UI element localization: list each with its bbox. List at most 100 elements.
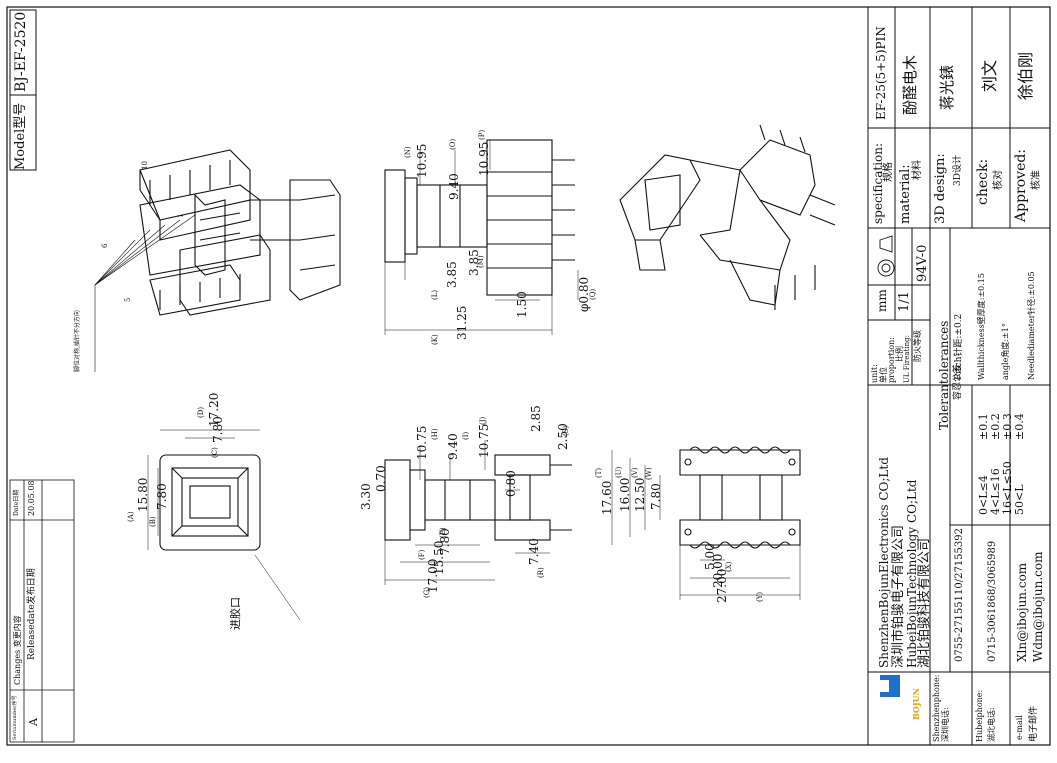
dim-bot-w: (W) (645, 467, 653, 480)
tol-note-4: Needlediameter针径:±0.05 (1027, 271, 1036, 380)
spec-sub: 规格 (883, 162, 894, 182)
changes-row-serial: A (27, 718, 40, 726)
pin-label-10: 10 (141, 161, 149, 170)
ul-label: UL Fireating: (903, 335, 911, 383)
material-label: material: (898, 164, 913, 224)
design-label: 3D design: (933, 153, 948, 224)
material-value: 酚醛电木 (901, 54, 919, 115)
dim-front-0-70: 0.70 (374, 465, 388, 492)
ul-value: 94V-0 (915, 244, 930, 282)
dim-front-3-30: 3.30 (359, 483, 373, 510)
contact-sz-sub: 深圳电话: (941, 707, 950, 742)
dim-side-31-25: 31.25 (455, 305, 469, 340)
dim-top-c: (C) (211, 447, 219, 458)
pin-label-5: 5 (124, 297, 132, 302)
side-view (384, 139, 575, 296)
unit-label: unit: (870, 364, 879, 383)
company-line-4: 湖北铂骏科技有限公司 (917, 537, 932, 668)
changes-header-serial: Serialnumber序号 (12, 695, 18, 740)
dim-bot-u: (U) (615, 466, 623, 478)
tol-value-4: ±0.4 (1013, 413, 1026, 440)
top-view-dim-lines (147, 429, 301, 621)
dim-front-r: (R) (537, 567, 545, 578)
dim-top-b: (B) (149, 516, 157, 527)
dim-side-phi-0-80: φ0.80 (577, 276, 591, 312)
dim-bot-t: (T) (595, 467, 603, 478)
spec-label: specification: (871, 142, 885, 224)
dim-front-e: (E) (439, 527, 447, 538)
changes-table-frame (9, 479, 75, 743)
tol-range-3: 16<L≤50 (1001, 461, 1014, 515)
dim-side-o: (O) (449, 138, 457, 150)
approved-value: 徐伯刚 (1016, 51, 1035, 100)
dim-bot-12-50: 12.50 (633, 477, 647, 512)
dim-top-a: (A) (127, 511, 135, 522)
approved-sub: 核准 (1031, 170, 1042, 190)
model-label: Model型号 (13, 102, 28, 170)
changes-header-changes: Changes 变更内容 (13, 615, 22, 685)
isometric-view-left (139, 149, 341, 316)
changes-row-date: 20.05.08 (27, 480, 36, 516)
model-value: BJ-EF-2520 (13, 11, 29, 92)
tol-range-1: 0<L≤4 (977, 475, 990, 515)
sheet-border (6, 6, 1051, 746)
tol-note-3: angle角度:±1° (1001, 323, 1010, 380)
front-view-dim-lines (384, 440, 550, 585)
dim-top-15-80: 15.80 (136, 477, 150, 512)
approved-label: Approved: (1013, 148, 1029, 222)
contact-sz-label: Shenzhenphone: (932, 674, 941, 742)
dim-side-m: (M) (477, 255, 485, 268)
check-label: check: (975, 158, 991, 205)
dim-bot-v: (V) (631, 467, 639, 478)
dim-bot-y: (Y) (756, 591, 764, 602)
material-sub: 材料 (912, 160, 923, 180)
dim-top-d: (D) (197, 406, 205, 418)
contact-email-label: e-mail (1015, 715, 1024, 740)
bottom-view (679, 446, 801, 549)
tol-note-1: Pitch针距:±0.2 (954, 313, 964, 380)
ul-sub: 防火等级 (913, 330, 922, 362)
dim-side-q: (Q) (589, 288, 597, 300)
contact-hb-value: 0715-3061868/3065989 (987, 540, 998, 662)
design-sub: 3D设计 (953, 155, 963, 186)
dim-front-7-40: 7.40 (527, 538, 541, 565)
dim-front-j: (J) (479, 416, 487, 425)
dim-side-k: (K) (431, 334, 439, 345)
check-sub: 核对 (993, 170, 1004, 190)
dim-front-h: (H) (431, 428, 439, 440)
dim-front-f: (F) (418, 549, 426, 560)
tol-note-2: Wallthickness壁厚度:±0.15 (977, 273, 986, 380)
changes-header-date: Date日期 (13, 489, 20, 516)
tol-range-2: 4<L≤16 (989, 468, 1002, 515)
tol-value-2: ±0.2 (989, 413, 1002, 440)
model-box (9, 9, 37, 171)
proportion-value: 1/1 (897, 291, 912, 312)
top-view (159, 454, 261, 551)
dim-front-2-85: 2.85 (529, 405, 543, 432)
front-view (384, 454, 572, 541)
title-block-frame (867, 7, 1050, 745)
tol-range-4: 50<L (1013, 484, 1026, 515)
dim-side-1-50: 1.50 (515, 291, 529, 318)
contact-email-sub: 电子邮件 (1029, 705, 1039, 742)
dim-bot-7-80: 7.80 (649, 483, 663, 510)
gate-label: 进胶口 (229, 597, 242, 630)
dim-front-10-75-h: 10.75 (415, 425, 429, 460)
contact-email-value-2: Wdm@ibojun.com (1031, 551, 1045, 662)
dim-side-l: (L) (431, 289, 439, 300)
check-value: 刘文 (980, 59, 999, 92)
iso-leader-lines (94, 214, 196, 372)
contact-sz-value: 0755-27155110/27155392 (954, 528, 965, 662)
contact-email-value-1: Xln@ibojun.com (1015, 562, 1029, 662)
unit-value: mm (875, 289, 889, 312)
contact-hb-sub: 湖北电话: (987, 707, 996, 742)
dim-front-s: (S) (562, 425, 570, 436)
tol-value-3: ±0.3 (1001, 413, 1014, 440)
dim-side-9-40: 9.40 (447, 173, 461, 200)
dim-side-10-95-n: 10.95 (415, 143, 429, 178)
dim-bot-16-00: 16.00 (618, 477, 632, 512)
tol-value-1: ±0.1 (977, 413, 990, 440)
spec-value: EF-25(5+5)PIN (874, 26, 888, 120)
company-line-2: 深圳市铂骏电子有限公司 (891, 524, 906, 668)
